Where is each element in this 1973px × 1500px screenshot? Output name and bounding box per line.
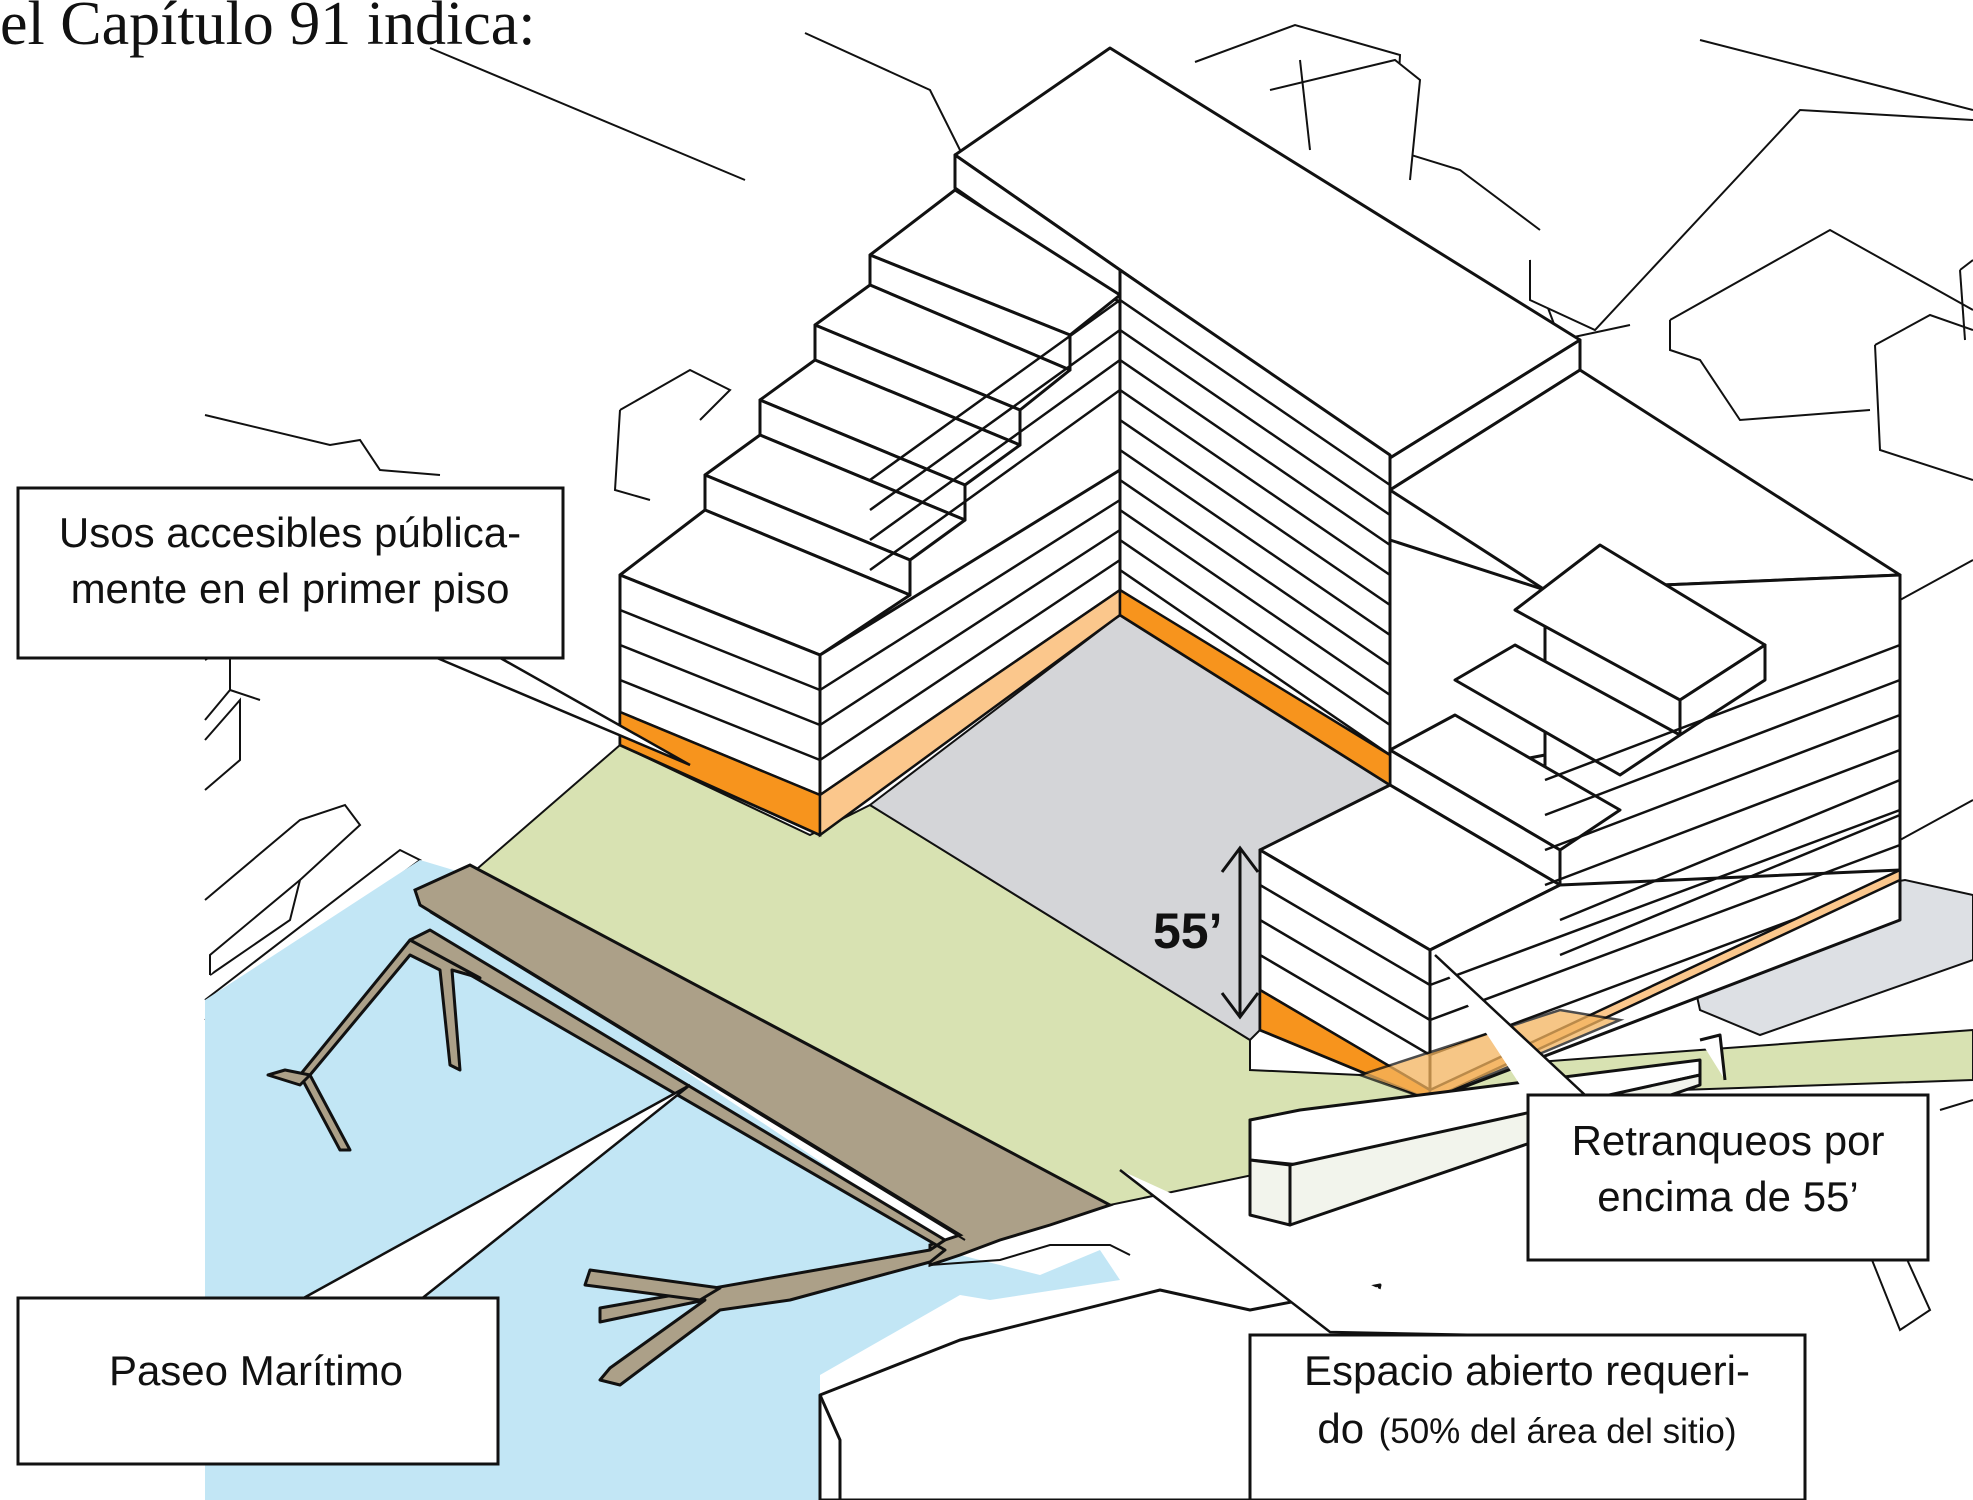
heading: el Capítulo 91 indica:: [0, 0, 536, 58]
callout-public-uses: Usos accesibles pública- mente en el pri…: [16, 486, 691, 767]
callout-promenade: Paseo Marítimo: [16, 1083, 691, 1466]
callout-open-space: Espacio abierto requeri- do (50% del áre…: [1119, 1169, 1807, 1500]
promenade-edge: [419, 904, 1131, 1266]
ground-floor-public-uses: [618, 587, 1902, 1102]
setbacks-label-line1: Retranqueos por: [1572, 1117, 1885, 1164]
open-space-label-percent: (50% del área del sitio): [1379, 1412, 1737, 1451]
public-uses-label-line1: Usos accesibles pública-: [59, 509, 521, 556]
public-uses-label-line2: mente en el primer piso: [71, 565, 510, 612]
height-dimension-label: 55’: [1153, 903, 1223, 959]
piers: [266, 928, 947, 1387]
open-space-label-line2: do (50% del área del sitio): [1317, 1405, 1736, 1452]
setbacks-label-line2: encima de 55’: [1597, 1173, 1859, 1220]
open-space-label-line1: Espacio abierto requeri-: [1304, 1347, 1750, 1394]
callout-setbacks: Retranqueos por encima de 55’: [1434, 954, 1930, 1262]
promenade-label: Paseo Marítimo: [109, 1347, 403, 1394]
height-dimension-marker: [1220, 845, 1260, 1020]
open-space-label-do: do: [1317, 1405, 1364, 1452]
